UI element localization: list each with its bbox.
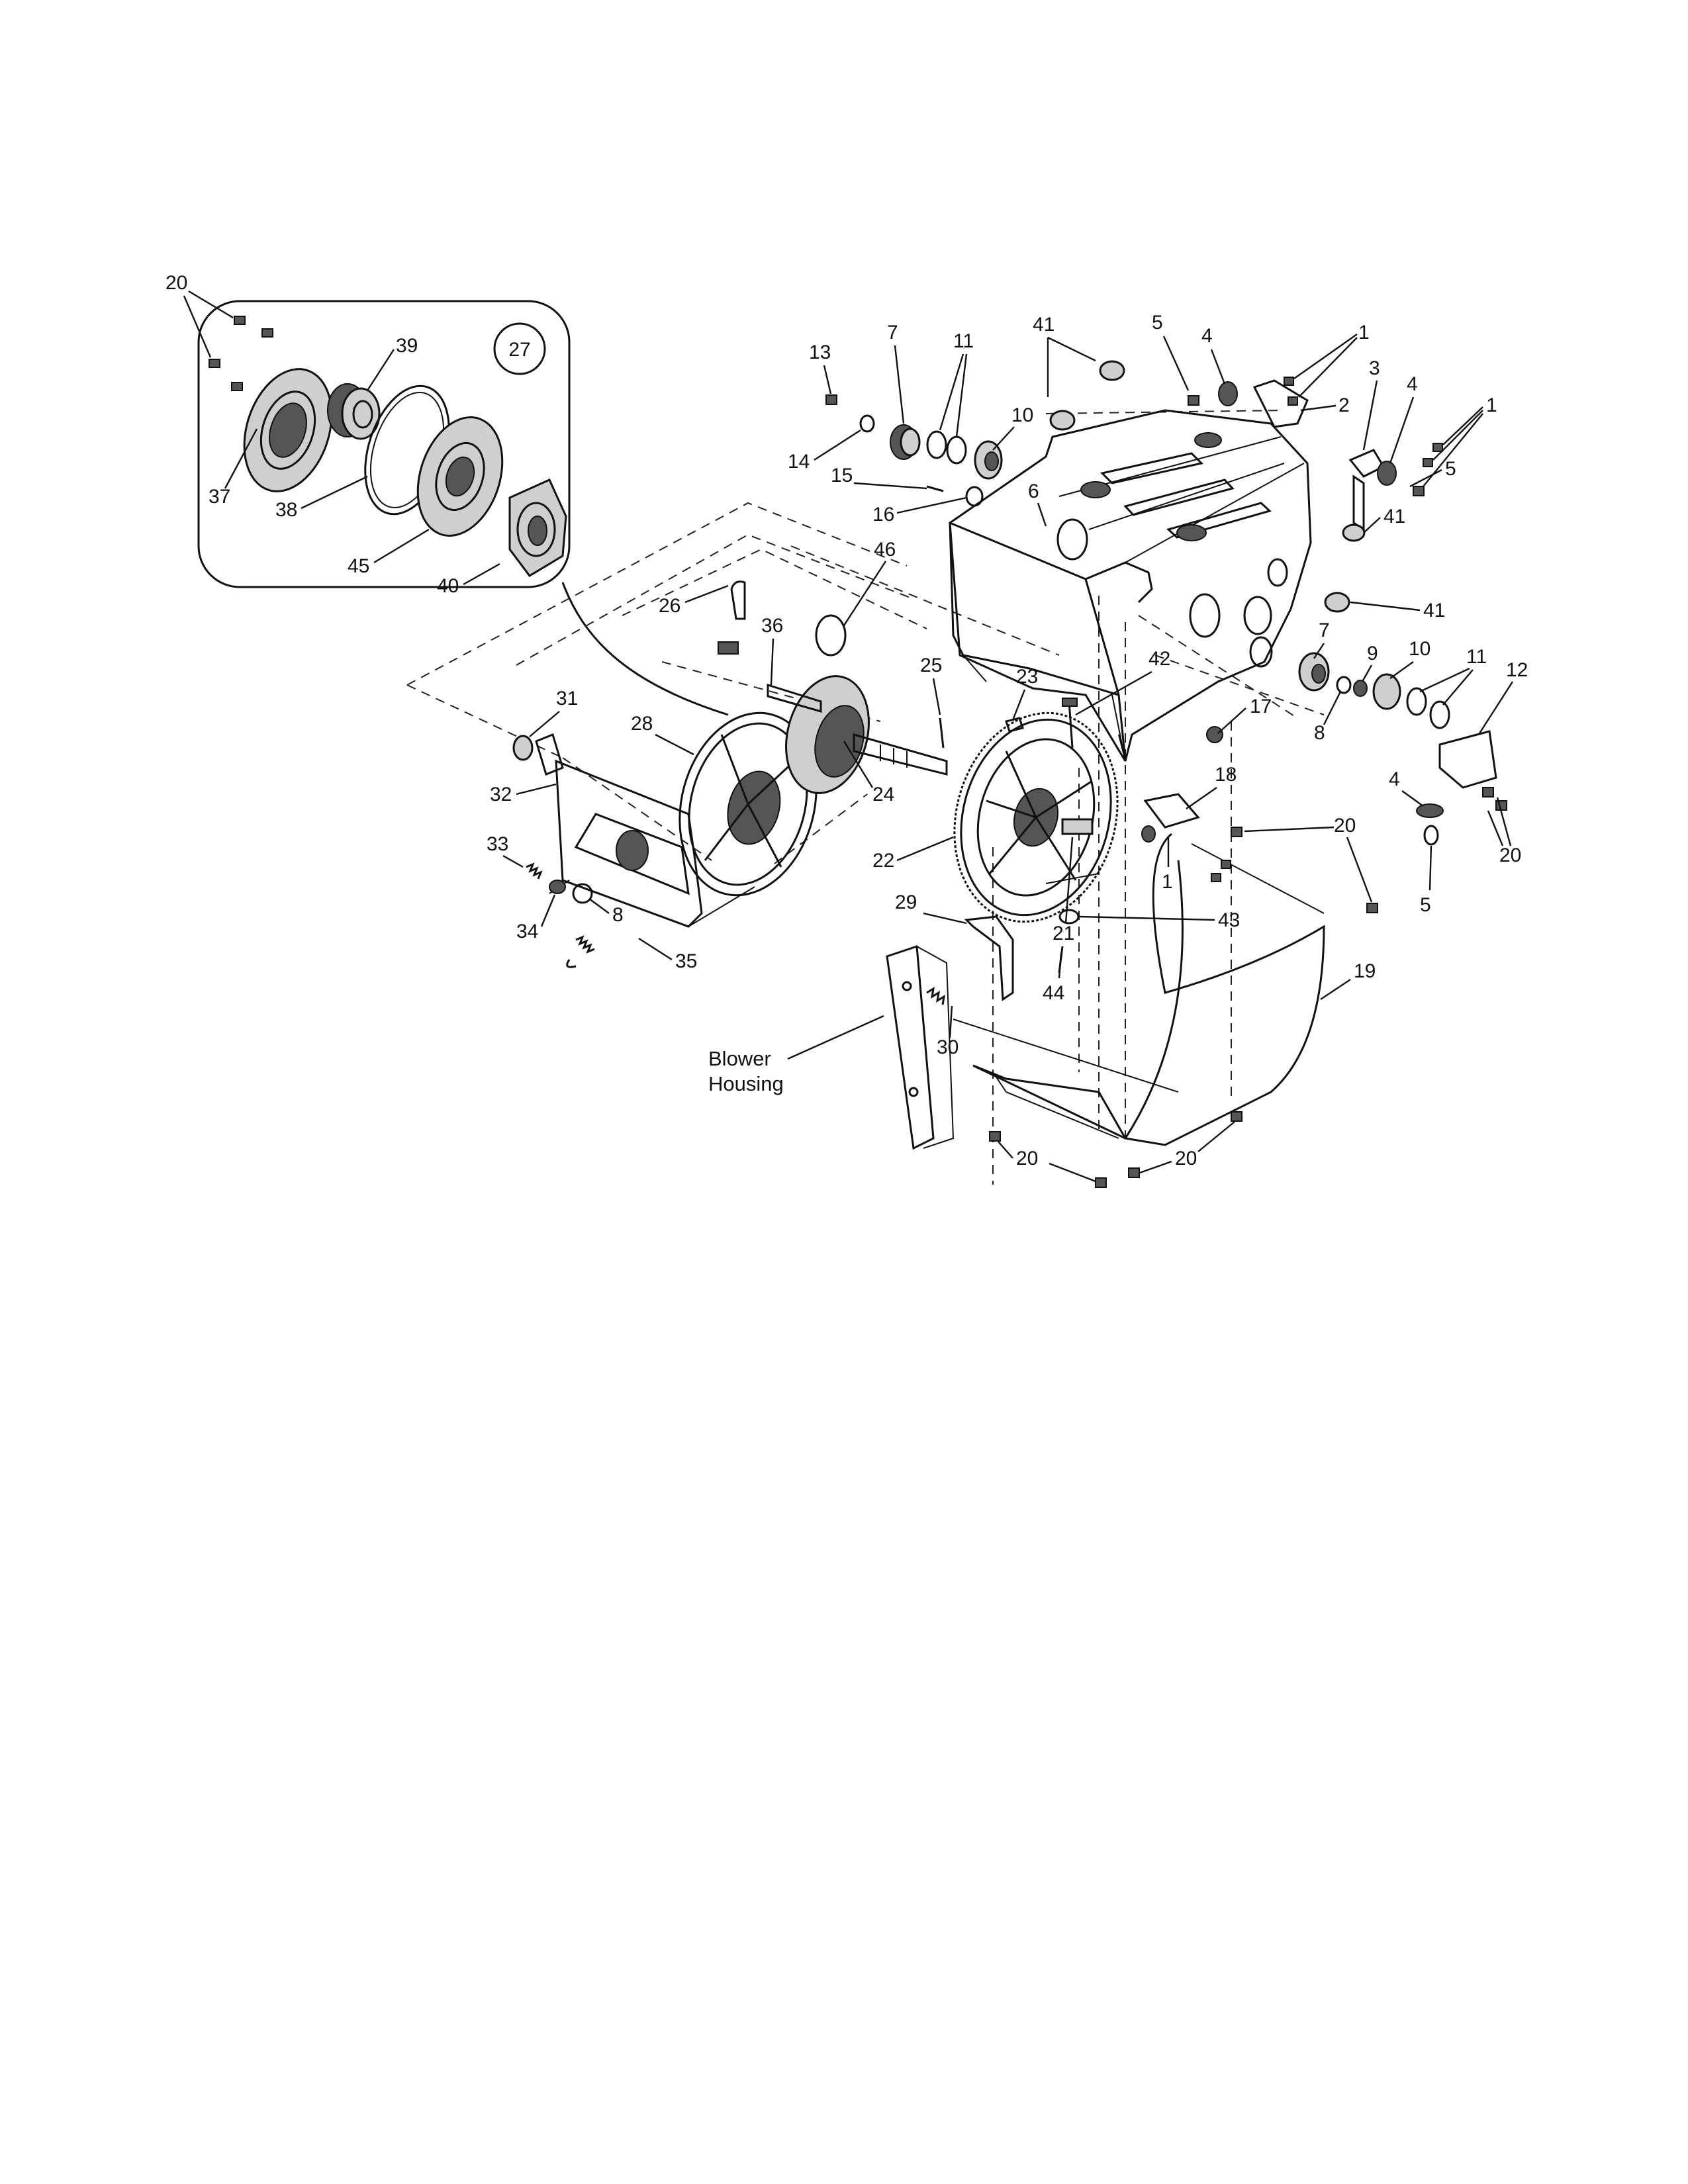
blower-housing-label: Blower Housing	[708, 1015, 884, 1095]
callout-8: 8	[612, 904, 624, 926]
callout-15: 15	[831, 465, 853, 486]
callout-31: 31	[556, 688, 578, 709]
callout-10: 10	[1409, 638, 1430, 660]
callout-38: 38	[275, 499, 297, 521]
callout-10: 10	[1011, 404, 1033, 426]
callout-4: 4	[1389, 768, 1400, 790]
callout-20: 20	[165, 272, 187, 294]
callout-22: 22	[872, 850, 894, 872]
callout-9: 9	[1367, 643, 1378, 664]
bearing-39	[327, 383, 381, 440]
callout-29: 29	[895, 891, 917, 913]
callout-41: 41	[1033, 314, 1055, 336]
main-callouts: 41 5 4 1 2 3 4 1 5 41 41 1	[487, 312, 1528, 1183]
callout-39: 39	[396, 335, 418, 357]
callout-20: 20	[1016, 1148, 1038, 1169]
callout-32: 32	[490, 784, 512, 805]
callout-11: 11	[953, 330, 974, 352]
blower-housing-label-line2: Housing	[708, 1072, 784, 1095]
hub-assembly-24	[785, 675, 948, 794]
callout-46: 46	[874, 539, 896, 561]
callout-40: 40	[437, 575, 459, 597]
inset-connector-line	[561, 582, 729, 716]
callout-16: 16	[872, 504, 894, 525]
callout-18: 18	[1215, 764, 1237, 786]
callout-14: 14	[788, 451, 810, 473]
callout-42: 42	[1149, 648, 1170, 670]
callout-4: 4	[1201, 325, 1213, 347]
callout-20: 20	[1334, 815, 1356, 837]
callout-28: 28	[631, 713, 653, 735]
shaft-36	[767, 614, 847, 713]
callout-35: 35	[675, 950, 697, 972]
spring-30	[926, 987, 946, 1005]
part-23	[1005, 717, 1024, 733]
callout-1: 1	[1358, 322, 1370, 343]
bracket-18	[1143, 793, 1200, 829]
callout-43: 43	[1218, 909, 1240, 931]
callout-5: 5	[1152, 312, 1163, 334]
right-shaft-parts	[1298, 652, 1507, 846]
callout-11: 11	[1466, 646, 1487, 668]
upper-shaft-parts	[825, 394, 1003, 507]
callout-8: 8	[1314, 722, 1325, 744]
idler-bracket-35	[512, 733, 755, 928]
bolt-42	[1068, 701, 1074, 749]
inset-number: 27	[508, 339, 530, 361]
inset-detail-27: 27	[165, 272, 729, 716]
callout-45: 45	[348, 555, 369, 577]
frame-6	[949, 409, 1312, 762]
callout-5: 5	[1420, 894, 1431, 916]
blower-housing-label-line1: Blower	[708, 1047, 771, 1070]
callout-19: 19	[1354, 960, 1376, 982]
bottom-cover-19	[972, 833, 1325, 1146]
callout-44: 44	[1043, 982, 1064, 1004]
drive-pulley-28	[679, 711, 818, 897]
pin-25	[939, 717, 945, 749]
upper-right-parts	[1049, 360, 1443, 613]
springs-33	[526, 862, 595, 968]
callout-7: 7	[1319, 619, 1330, 641]
callout-33: 33	[487, 833, 508, 855]
bearing-plate-37	[243, 368, 333, 492]
flange-bearing-40	[508, 478, 567, 577]
bracket-29	[964, 915, 1014, 1001]
callout-25: 25	[920, 655, 942, 676]
key-26	[718, 580, 746, 655]
callout-21: 21	[1053, 923, 1074, 944]
callout-6: 6	[1028, 480, 1039, 502]
cover-bolts-20	[989, 726, 1378, 1188]
callout-24: 24	[872, 784, 894, 805]
callout-23: 23	[1016, 666, 1038, 688]
callout-4: 4	[1407, 373, 1418, 395]
callout-34: 34	[516, 921, 538, 942]
large-gear-22	[953, 711, 1119, 923]
callout-26: 26	[659, 595, 680, 617]
plate-45	[416, 416, 504, 537]
callout-5: 5	[1445, 458, 1456, 480]
callout-30: 30	[937, 1036, 959, 1058]
callout-1: 1	[1162, 871, 1173, 893]
callout-36: 36	[761, 615, 783, 637]
callout-7: 7	[887, 322, 898, 343]
callout-1: 1	[1486, 394, 1497, 416]
callout-2: 2	[1338, 394, 1350, 416]
callout-41: 41	[1423, 600, 1445, 621]
blower-housing-panel	[886, 944, 955, 1150]
callout-17: 17	[1250, 696, 1272, 717]
callout-3: 3	[1369, 357, 1380, 379]
callout-41: 41	[1383, 506, 1405, 527]
callout-20: 20	[1499, 844, 1521, 866]
callout-13: 13	[809, 341, 831, 363]
callout-20: 20	[1175, 1148, 1197, 1169]
callout-12: 12	[1506, 659, 1528, 681]
callout-37: 37	[209, 486, 230, 508]
inset-bolts	[209, 316, 273, 391]
